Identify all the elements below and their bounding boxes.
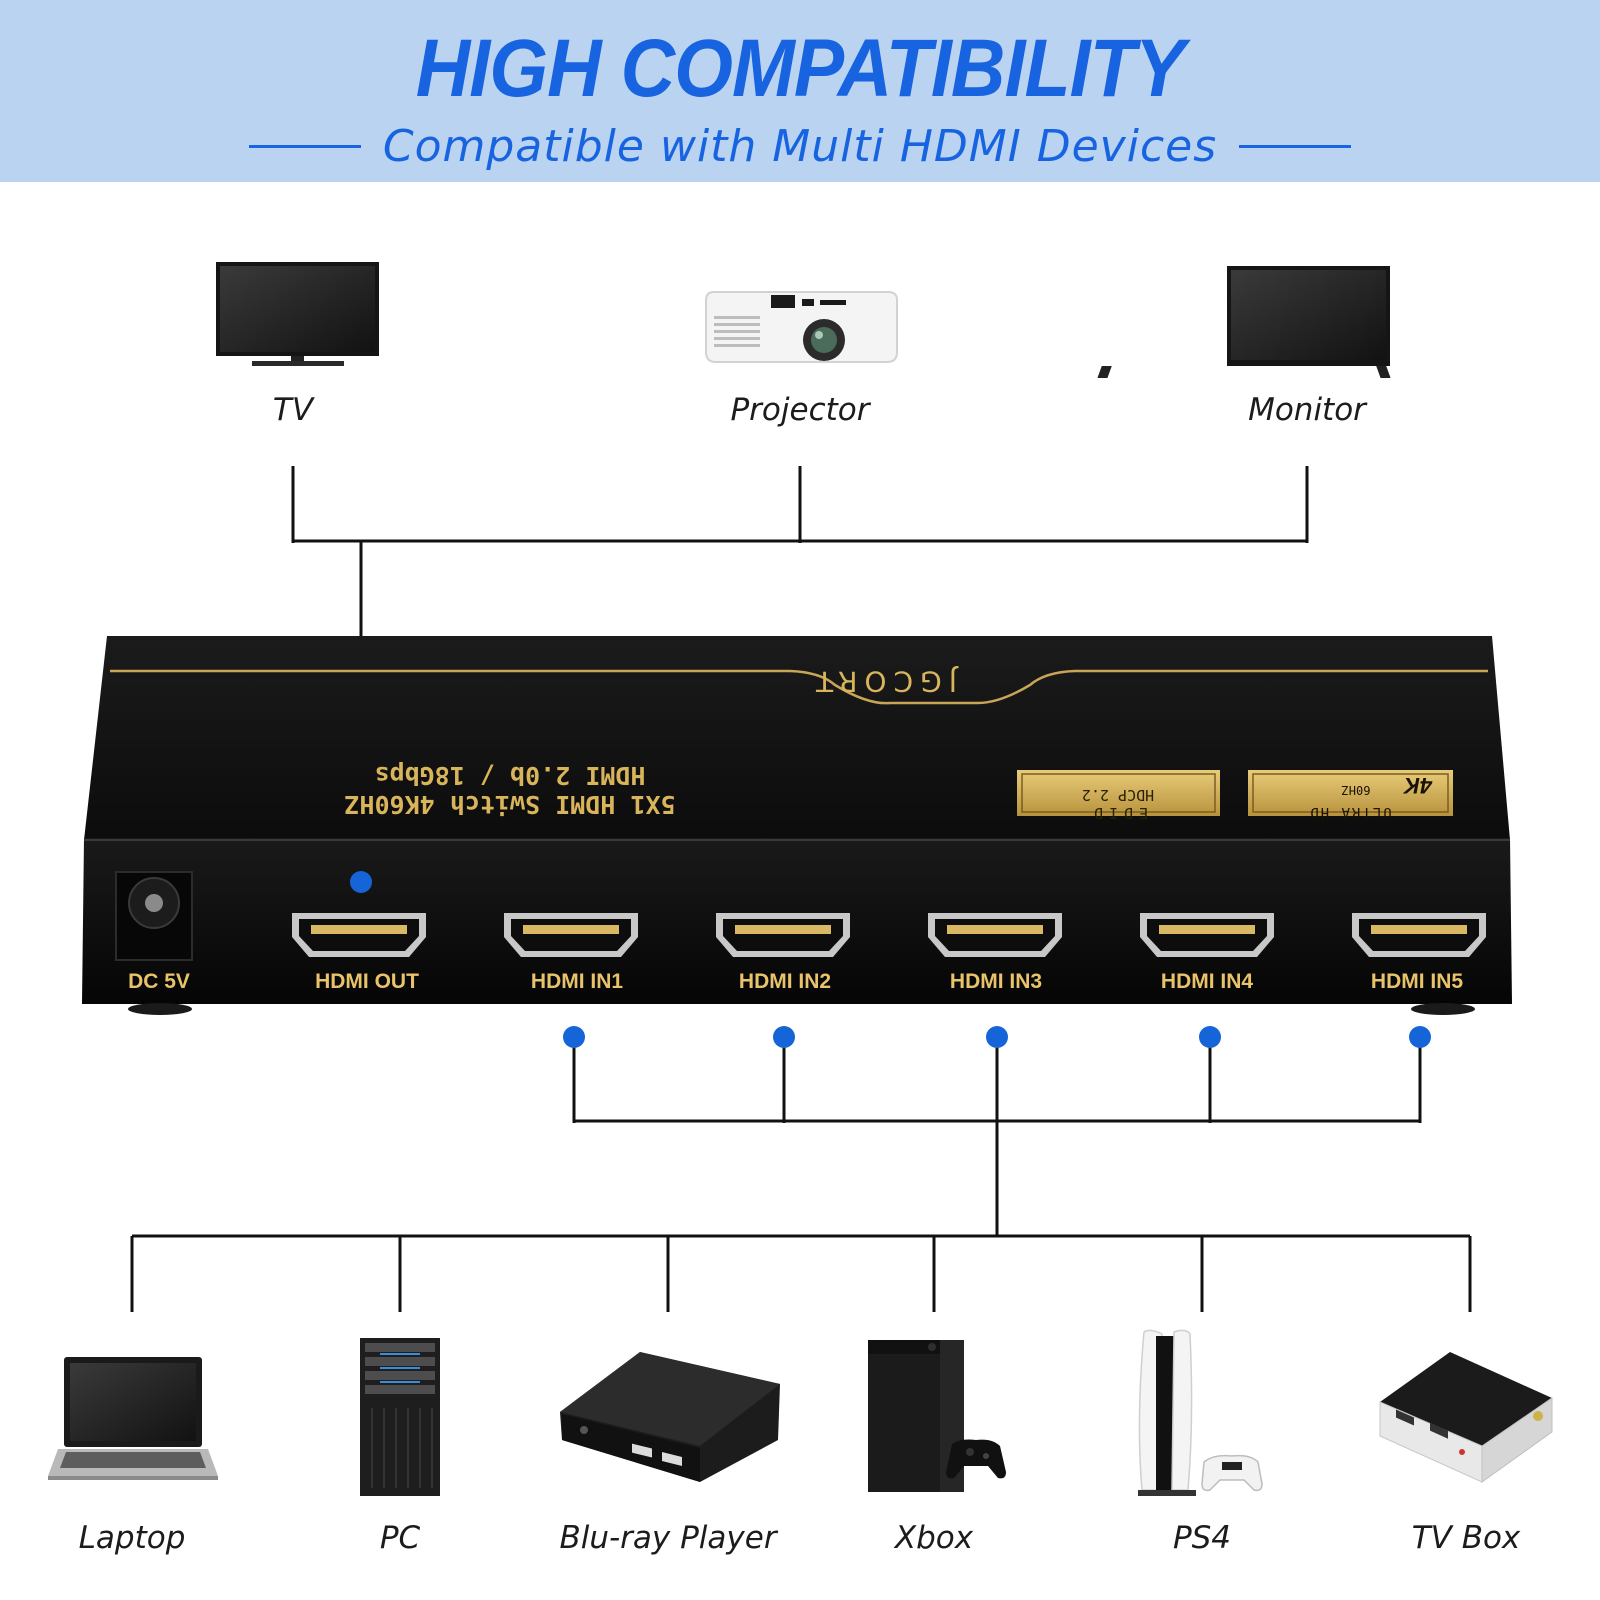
- device-label-tv-box: TV Box: [1411, 1520, 1521, 1556]
- device-label-xbox: Xbox: [894, 1520, 974, 1556]
- device-label-laptop: Laptop: [78, 1520, 186, 1556]
- xbox-icon: [868, 1340, 1006, 1492]
- hdmi-out-port: [292, 913, 426, 957]
- port-label-hdmi-in3: HDMI IN3: [950, 970, 1042, 993]
- tv-icon: [216, 262, 379, 366]
- hdcp-text: HDCP 2.2: [1082, 786, 1154, 804]
- model-line-1: 5X1 HDMI Switch 4K60HZ: [344, 790, 675, 819]
- brand-logo: JGCORT: [809, 665, 959, 698]
- port-label-hdmi-out: HDMI OUT: [315, 970, 419, 993]
- hdcp-badge: HDCP 2.2 EDID: [1017, 770, 1220, 822]
- hdmi-in5-port: [1352, 913, 1486, 957]
- dc-power-jack: [115, 871, 193, 961]
- device-label-monitor: Monitor: [1248, 392, 1366, 428]
- badge-ultra-hd-text: ULTRA HD: [1308, 804, 1391, 820]
- input-dot-3: [986, 1026, 1008, 1048]
- laptop-icon: [48, 1357, 218, 1480]
- input-dot-1: [563, 1026, 585, 1048]
- device-label-ps4: PS4: [1172, 1520, 1232, 1556]
- page-subtitle: Compatible with Multi HDMI Devices: [382, 120, 1218, 172]
- device-label-blu-ray: Blu-ray Player: [559, 1520, 777, 1556]
- hdmi-in1-port: [504, 913, 638, 957]
- device-label-tv: TV: [272, 392, 314, 428]
- port-label-dc: DC 5V: [128, 970, 190, 993]
- header-banner: [0, 0, 1600, 182]
- monitor-icon: [1097, 266, 1391, 378]
- input-connector-dots: [563, 1026, 1431, 1048]
- subtitle-row: Compatible with Multi HDMI Devices: [0, 116, 1600, 176]
- subtitle-rule-left: [248, 144, 361, 148]
- port-label-hdmi-in4: HDMI IN4: [1161, 970, 1253, 993]
- input-dot-2: [773, 1026, 795, 1048]
- hdmi-in3-port: [928, 913, 1062, 957]
- device-label-projector: Projector: [730, 392, 870, 428]
- output-connector-dot: [350, 871, 372, 893]
- hdmi-in4-port: [1140, 913, 1274, 957]
- edid-text: EDID: [1088, 804, 1148, 822]
- ps4-icon: [1138, 1329, 1263, 1496]
- input-dot-4: [1199, 1026, 1221, 1048]
- input-dot-5: [1409, 1026, 1431, 1048]
- projector-icon: [705, 291, 898, 363]
- port-label-hdmi-in1: HDMI IN1: [531, 970, 623, 993]
- tv-box-icon: [1379, 1352, 1553, 1483]
- model-line-2: HDMI 2.0b / 18Gbps: [375, 761, 646, 790]
- subtitle-rule-right: [1239, 144, 1352, 148]
- badge-60hz-text: 60HZ: [1342, 783, 1371, 797]
- hdmi-switch: JGCORT 5X1 HDMI Switch 4K60HZ HDMI 2.0b …: [82, 636, 1512, 1015]
- page-title: HIGH COMPATIBILITY: [415, 23, 1185, 114]
- port-label-hdmi-in2: HDMI IN2: [739, 970, 831, 993]
- input-connector-lines: [130, 1037, 1472, 1312]
- ultra-hd-4k-badge: 4K 60HZ ULTRA HD: [1248, 770, 1453, 820]
- pc-tower-icon: [360, 1338, 440, 1496]
- hdmi-in2-port: [716, 913, 850, 957]
- device-label-pc: PC: [379, 1520, 421, 1556]
- badge-4k-text: 4K: [1402, 773, 1433, 798]
- blu-ray-player-icon: [560, 1352, 780, 1482]
- port-label-hdmi-in5: HDMI IN5: [1371, 970, 1463, 993]
